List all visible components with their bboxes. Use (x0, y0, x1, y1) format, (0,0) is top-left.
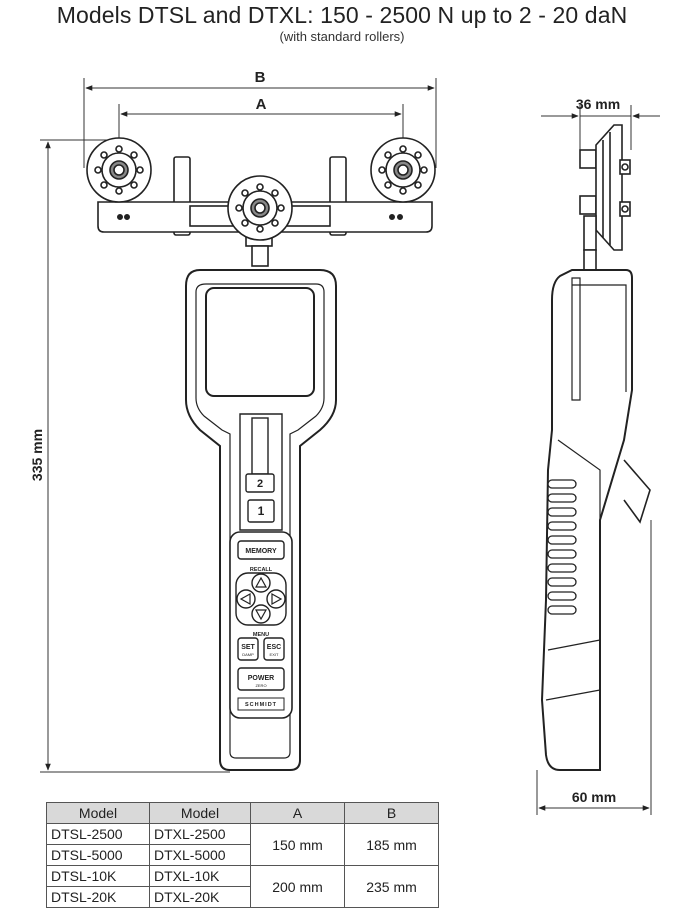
dimension-a-label: A (256, 96, 267, 113)
right-roller (370, 137, 436, 203)
header-dtxl-model: Model (149, 802, 251, 824)
dimension-b (83, 78, 437, 168)
dimension-width (536, 520, 652, 815)
recall-label: RECALL (250, 567, 273, 573)
dtsl-model-cell: DTSL-20K (46, 886, 150, 908)
dtxl-model-cell: DTXL-5000 (149, 844, 251, 866)
dimension-depth (541, 105, 660, 150)
memory-button[interactable] (237, 540, 285, 560)
page-subtitle: (with standard rollers) (279, 29, 405, 44)
table-row: DTSL-5000 DTXL-5000 (46, 844, 439, 866)
left-roller (86, 137, 152, 203)
esc-button-label: ESC (267, 644, 281, 651)
dtsl-model-cell: DTSL-2500 (46, 823, 150, 845)
dtxl-model-cell: DTXL-20K (149, 886, 251, 908)
arrow-left-icon[interactable] (239, 592, 251, 606)
dtxl-model-cell: DTXL-10K (149, 865, 251, 887)
spec-table-header: Model Model A B (46, 802, 439, 824)
esc-button-sublabel: EXIT (270, 652, 279, 657)
dtsl-model-cell: DTSL-10K (46, 865, 150, 887)
table-row: DTSL-20K DTXL-20K (46, 886, 439, 908)
side-grip-ridges (547, 479, 577, 615)
dimension-height (40, 139, 230, 773)
header-a: A (250, 802, 345, 824)
roller-bar (97, 156, 433, 236)
power-button-label: POWER (248, 675, 274, 682)
navigation-pad[interactable] (235, 572, 287, 626)
brand-plate (237, 697, 285, 711)
esc-button[interactable] (263, 637, 285, 661)
set-button-sublabel: DAMP (242, 652, 254, 657)
set-button-label: SET (241, 644, 255, 651)
arrow-down-icon[interactable] (254, 609, 268, 621)
power-button[interactable] (237, 667, 285, 691)
brand-label: SCHMIDT (245, 702, 277, 708)
a-value-cell: 150 mm (250, 823, 345, 866)
dimension-width-label: 60 mm (572, 789, 616, 805)
page-title: Models DTSL and DTXL: 150 - 2500 N up to… (56, 2, 628, 28)
key-one-label: 1 (258, 504, 265, 518)
b-value-cell: 185 mm (344, 823, 439, 866)
center-roller (227, 175, 293, 267)
power-button-sublabel: ZERO (255, 683, 266, 688)
dimension-b-label: B (255, 69, 266, 86)
set-button[interactable] (237, 637, 259, 661)
dimension-depth-label: 36 mm (576, 96, 620, 112)
header-dtsl-model: Model (46, 802, 150, 824)
arrow-right-icon[interactable] (271, 592, 283, 606)
dtsl-model-cell: DTSL-5000 (46, 844, 150, 866)
spec-table: Model Model A B DTSL-2500 DTXL-2500 150 … (46, 802, 439, 908)
key-two-label: 2 (257, 478, 263, 490)
b-value-cell: 235 mm (344, 865, 439, 908)
dimension-height-label: 335 mm (29, 429, 45, 481)
table-row: DTSL-2500 DTXL-2500 150 mm 185 mm (46, 823, 439, 866)
sensor-slot (239, 413, 283, 531)
display-screen (205, 287, 315, 397)
dtxl-model-cell: DTXL-2500 (149, 823, 251, 845)
arrow-up-icon[interactable] (254, 576, 268, 588)
side-roller-assembly (579, 124, 631, 271)
menu-label: MENU (253, 632, 269, 638)
header-b: B (344, 802, 439, 824)
side-body (540, 269, 651, 771)
a-value-cell: 200 mm (250, 865, 345, 908)
table-row: DTSL-10K DTXL-10K 200 mm 235 mm (46, 865, 439, 908)
memory-button-label: MEMORY (245, 548, 277, 555)
